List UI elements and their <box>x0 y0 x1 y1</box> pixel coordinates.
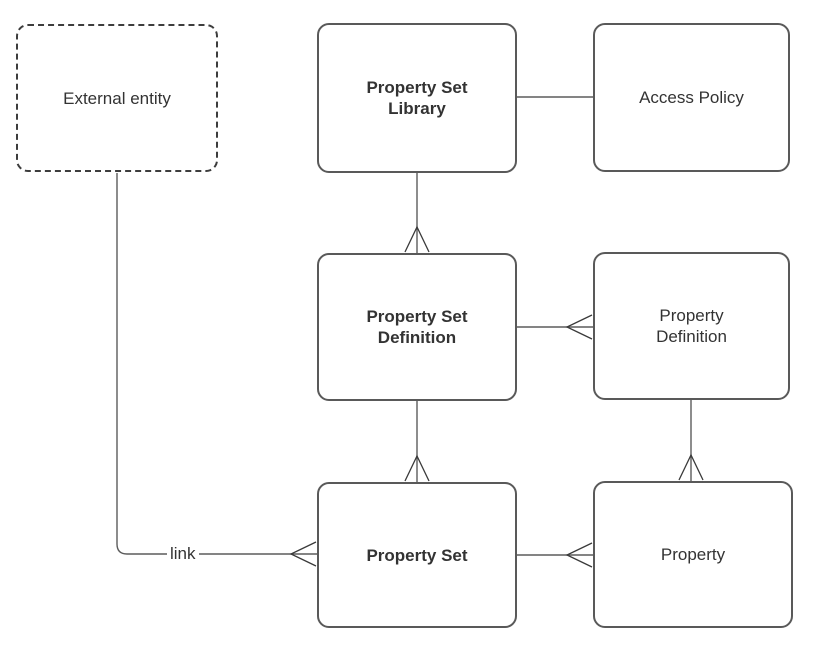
crows-foot-icon <box>565 542 593 568</box>
edge-property-definition-property <box>678 400 704 481</box>
node-property: Property <box>593 481 793 628</box>
crows-foot-icon <box>404 454 430 482</box>
node-property-set-library-label: Property Set Library <box>366 78 468 118</box>
edge-property-set-library-property-set-definition <box>404 173 430 253</box>
node-property-set-definition-label: Property Set Definition <box>366 307 468 347</box>
crows-foot-icon <box>565 314 593 340</box>
node-property-definition-label: Property Definition <box>656 306 727 346</box>
crows-foot-icon <box>678 453 704 481</box>
edge-external-entity-property-set <box>116 173 317 567</box>
edge-label-link: link <box>167 543 199 564</box>
node-access-policy-label: Access Policy <box>639 88 744 107</box>
node-property-label: Property <box>660 545 726 564</box>
node-access-policy: Access Policy <box>593 23 790 172</box>
crows-foot-icon <box>404 225 430 253</box>
node-property-set: Property Set <box>317 482 517 628</box>
edge-property-set-definition-property-set <box>404 401 430 482</box>
node-property-set-definition: Property Set Definition <box>317 253 517 401</box>
node-property-set-library: Property Set Library <box>317 23 517 173</box>
node-external-entity-label: External entity <box>63 88 171 108</box>
node-property-definition: Property Definition <box>593 252 790 400</box>
crows-foot-icon <box>289 541 317 567</box>
edge-property-set-definition-property-definition <box>517 314 593 340</box>
node-external-entity: External entity <box>16 24 218 172</box>
node-property-set-label: Property Set <box>366 545 468 565</box>
edge-property-set-property <box>517 542 593 568</box>
